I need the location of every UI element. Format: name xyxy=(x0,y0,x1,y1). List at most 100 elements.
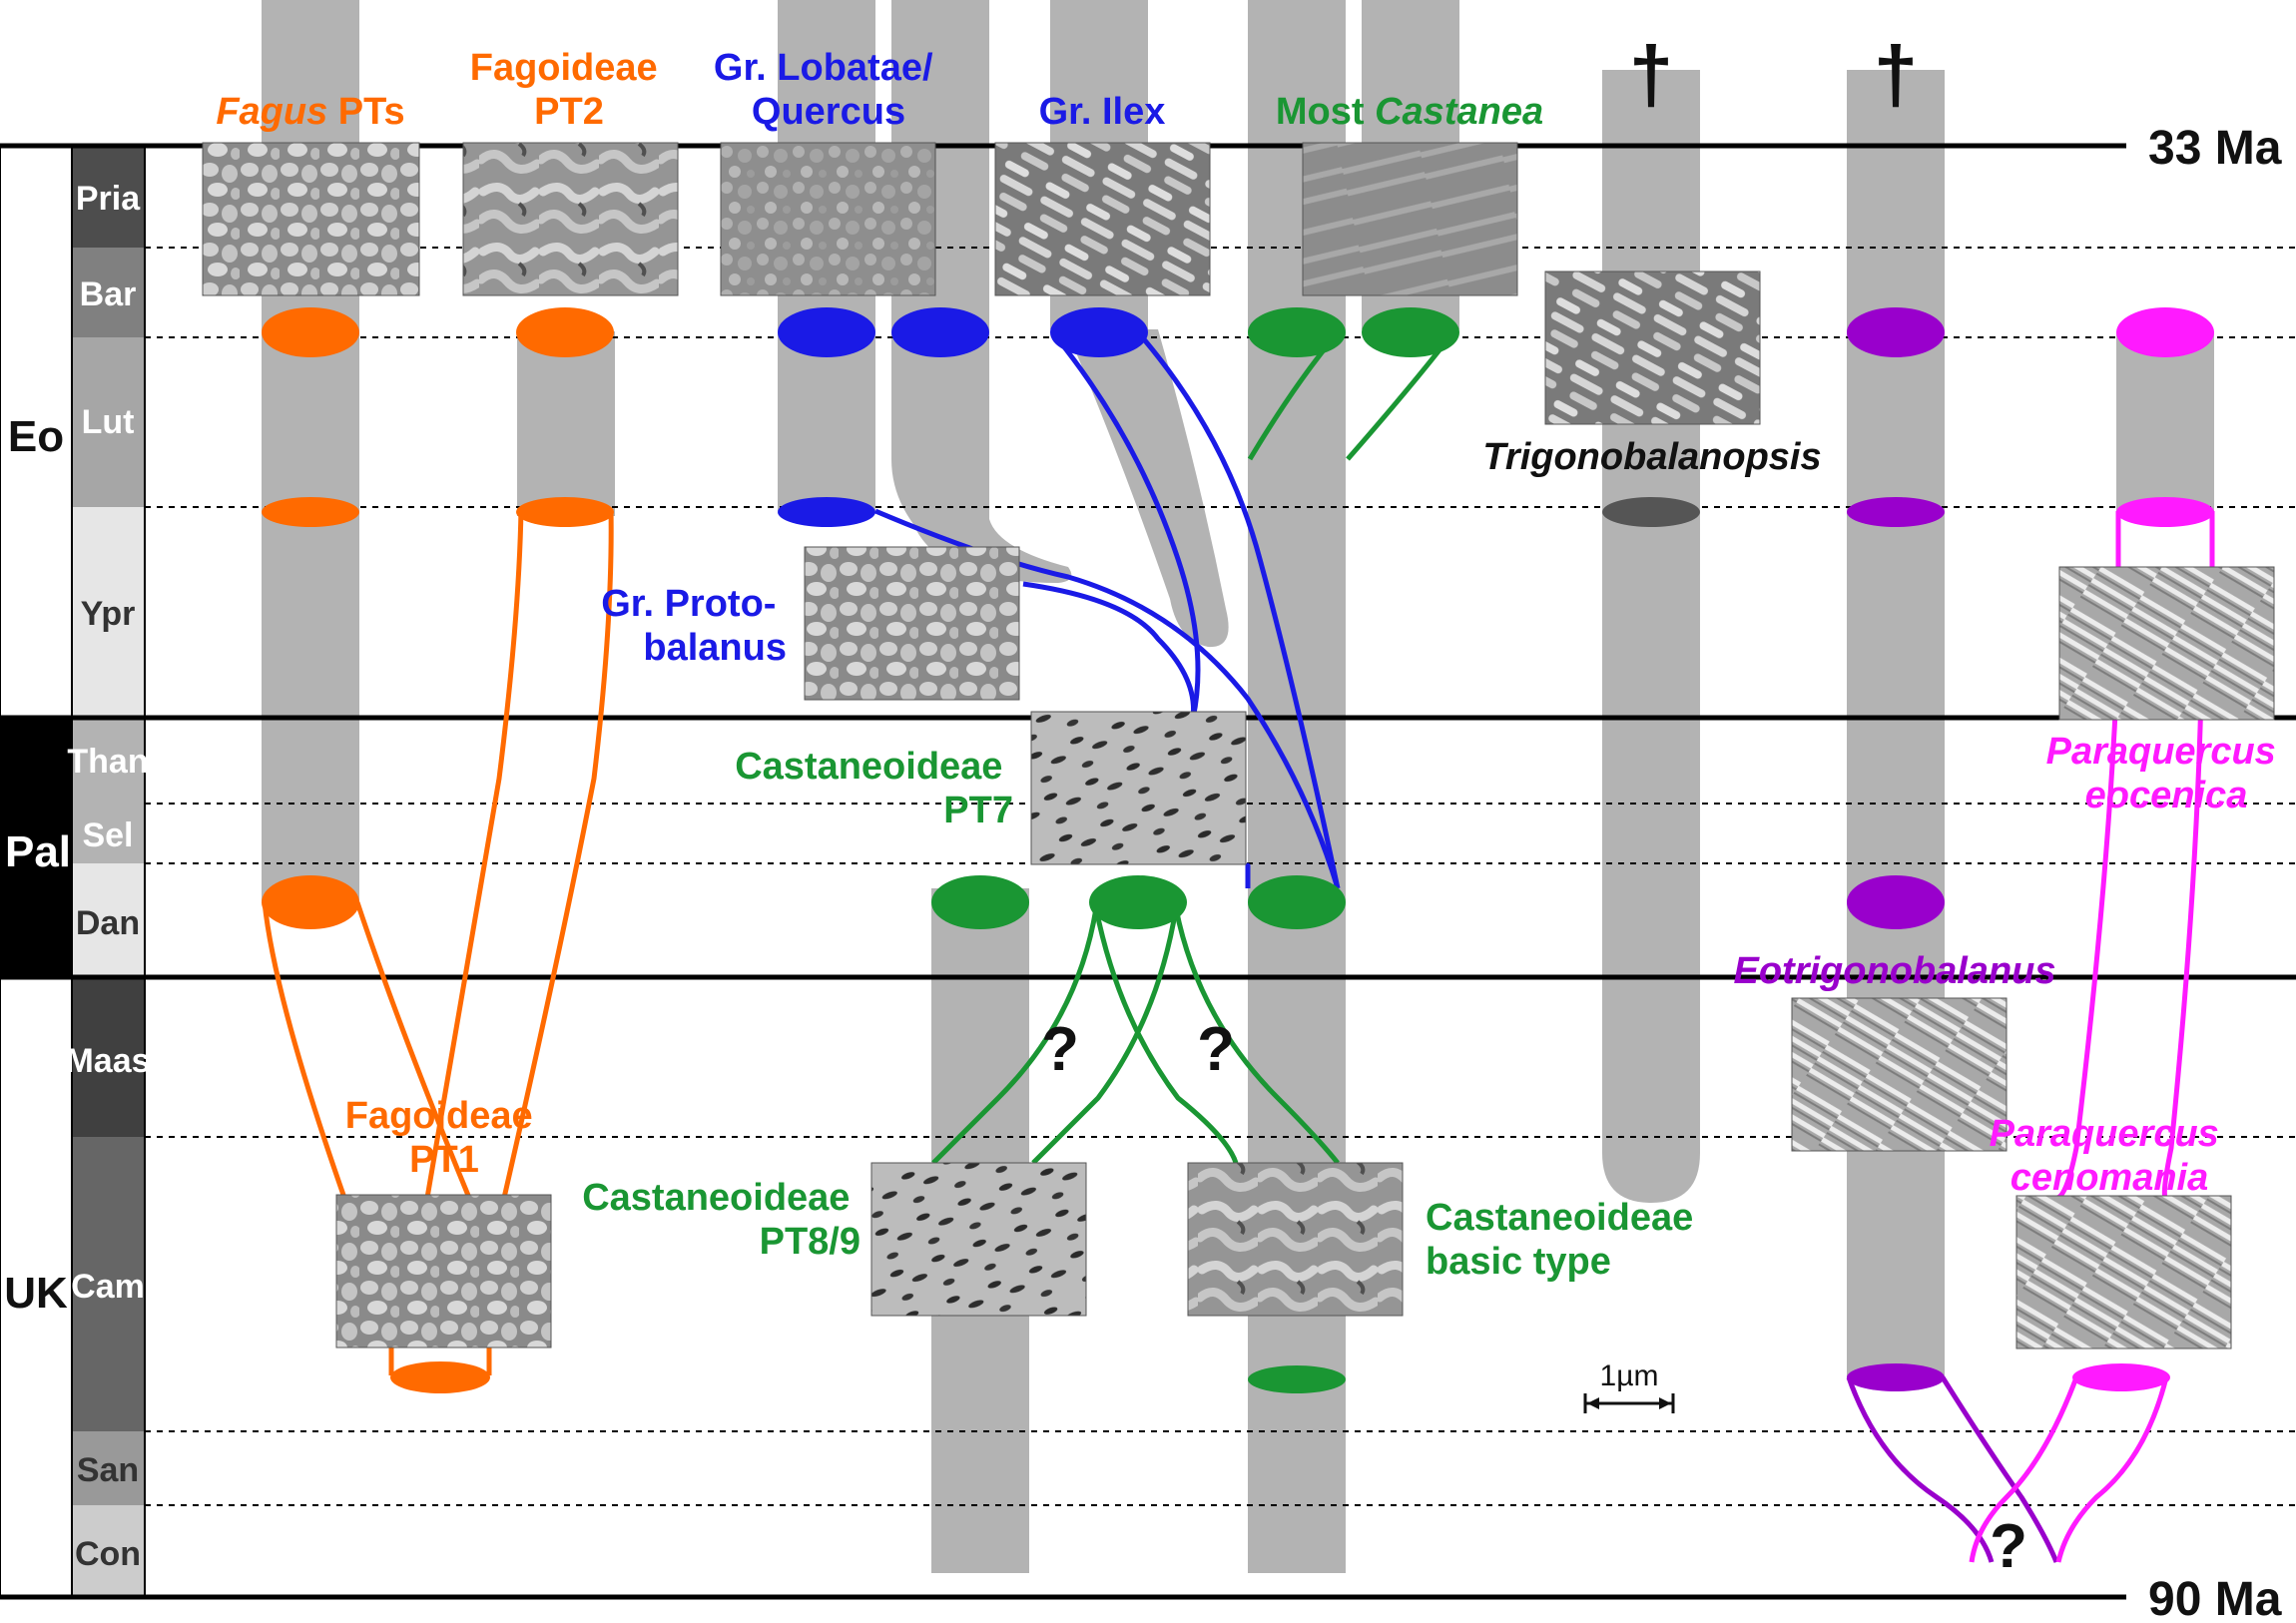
label-fagoideae-pt2: Fagoideae PT2 xyxy=(470,47,669,133)
paraquercus-ellipse-cam xyxy=(2072,1363,2170,1391)
pt7-ellipse-dan xyxy=(1089,875,1187,929)
label-protobalanus: Gr. Proto- balanus xyxy=(601,583,787,669)
stage-label-lut: Lut xyxy=(82,403,135,441)
stage-san xyxy=(72,1431,145,1505)
sem-eotrigonobalanus xyxy=(1791,997,2008,1152)
stage-label-con: Con xyxy=(75,1535,141,1573)
label-fagoideae-pt1: Fagoideae PT1 xyxy=(345,1095,544,1181)
fagoideae-pt2-bar xyxy=(517,331,615,516)
epoch-label-pal: Pal xyxy=(5,827,71,876)
label-castaneoideae-basic: Castaneoideae basic type xyxy=(1426,1197,1704,1283)
stage-label-pria: Pria xyxy=(76,180,141,218)
label-most-castanea: Most Castanea xyxy=(1276,91,1543,133)
castanea-ellipse-dan xyxy=(1248,875,1346,929)
castanea-side-ellipse-bar xyxy=(1362,307,1459,357)
paraquercus-ellipses xyxy=(2072,307,2214,1391)
stage-label-ypr: Ypr xyxy=(81,595,136,633)
sem-trigonobalanopsis xyxy=(1544,270,1761,425)
stage-label-san: San xyxy=(77,1451,139,1489)
pt2-ellipse-lut xyxy=(516,497,614,527)
fagus-ellipse-dan xyxy=(262,875,359,929)
eotrigonobalanus-ellipse-cam xyxy=(1847,1363,1945,1391)
label-paraquercus-eocenica: Paraquercus eocenica xyxy=(2046,731,2287,816)
epoch-label-eo: Eo xyxy=(8,412,64,461)
sem-castaneoideae-pt7 xyxy=(1030,711,1247,865)
quercus-ellipses xyxy=(778,307,1148,527)
stage-label-than: Than xyxy=(67,743,148,781)
stage-lut xyxy=(72,337,145,507)
sem-ilex xyxy=(994,142,1211,296)
castanea-ellipse-bar xyxy=(1248,307,1346,357)
trigonobalanopsis-ellipse xyxy=(1602,497,1700,527)
extinction-dagger-trigonobalanopsis: † xyxy=(1629,30,1674,119)
fagus-ellipse-bar xyxy=(262,307,359,357)
question-mark-3: ? xyxy=(1990,1512,2027,1581)
label-castaneoideae-pt7: Castaneoideae PT7 xyxy=(735,746,1013,831)
pt2-ellipse-bar xyxy=(516,307,614,357)
sem-images xyxy=(202,142,2275,1350)
paraquercus-ellipse-lut xyxy=(2116,497,2214,527)
scale-bar-label: 1µm xyxy=(1600,1359,1659,1392)
stage-dan xyxy=(72,863,145,977)
fagoideae-ellipses xyxy=(262,307,614,1393)
stage-pria xyxy=(72,146,145,248)
stage-bar xyxy=(72,248,145,337)
pt1-ellipse xyxy=(390,1361,490,1393)
label-trigonobalanopsis: Trigonobalanopsis xyxy=(1482,436,1821,478)
epoch-uk xyxy=(0,976,73,1598)
extinction-dagger-eotrigonobalanus: † xyxy=(1874,30,1919,119)
ilex-ellipse-bar xyxy=(1050,307,1148,357)
sem-castaneoideae-basic xyxy=(1187,1162,1404,1317)
stage-label-maas: Maas xyxy=(65,1042,150,1080)
lobatae-ellipse-lut xyxy=(778,497,875,527)
stage-label-sel: Sel xyxy=(82,816,133,854)
basic-type-ellipse-cam xyxy=(1248,1365,1346,1393)
paraquercus-bar xyxy=(2116,331,2214,511)
label-paraquercus-cenomania: Paraquercus cenomania xyxy=(1990,1113,2230,1199)
sem-fagoideae-pt2 xyxy=(462,142,679,296)
label-eotrigonobalanus: Eotrigonobalanus xyxy=(1734,950,2056,992)
stage-than xyxy=(72,718,145,804)
eotrigonobalanus-bar xyxy=(1847,70,1945,1377)
stage-label-cam: Cam xyxy=(71,1268,145,1306)
scale-bar: 1µm xyxy=(1583,1359,1675,1413)
sem-castanea xyxy=(1302,142,1518,296)
eotrigonobalanus-ellipses xyxy=(1847,307,1945,1391)
quercus-ellipse-bar xyxy=(891,307,989,357)
eotrigonobalanus-ellipse-dan xyxy=(1847,875,1945,929)
sem-paraquercus-cenomania xyxy=(2015,1195,2232,1350)
question-mark-1: ? xyxy=(1041,1015,1079,1084)
label-castaneoideae-pt89: Castaneoideae PT8/9 xyxy=(582,1177,861,1263)
pt89-ellipse-dan xyxy=(931,875,1029,929)
age-label-top: 33 Ma xyxy=(2148,122,2282,175)
time-scale: Eo Pal UK Pria Bar Lut Ypr Than Sel Dan … xyxy=(0,145,151,1598)
epoch-label-uk: UK xyxy=(4,1269,68,1318)
eotrigonobalanus-ellipse-lut xyxy=(1847,497,1945,527)
stage-con xyxy=(72,1505,145,1597)
sem-fagus-pts xyxy=(202,142,420,296)
fagus-bar xyxy=(262,0,359,903)
trigonobalanopsis-bar xyxy=(1602,70,1700,1203)
eotrigonobalanus-ellipse-bar xyxy=(1847,307,1945,357)
epoch-eo xyxy=(0,145,73,719)
sem-protobalanus xyxy=(804,546,1020,701)
stage-ypr xyxy=(72,507,145,718)
age-label-bottom: 90 Ma xyxy=(2148,1573,2282,1623)
sem-paraquercus-eocenica xyxy=(2058,566,2275,721)
stage-label-dan: Dan xyxy=(76,904,140,942)
stage-cam xyxy=(72,1137,145,1431)
fagus-ellipse-lut xyxy=(262,497,359,527)
label-fagus-pts: Fagus PTs xyxy=(216,91,404,133)
stage-label-bar: Bar xyxy=(80,275,137,313)
label-ilex: Gr. Ilex xyxy=(1039,91,1166,133)
paraquercus-ellipse-bar xyxy=(2116,307,2214,357)
sem-fagoideae-pt1 xyxy=(335,1194,552,1349)
stage-sel xyxy=(72,804,145,863)
sem-castaneoideae-pt89 xyxy=(870,1162,1087,1317)
sem-lobatae-quercus xyxy=(720,142,936,296)
label-lobatae-quercus: Gr. Lobatae/ Quercus xyxy=(714,47,943,133)
castaneoideae-ellipses xyxy=(931,307,1459,1393)
fagoideae-curves xyxy=(262,508,614,1375)
lobatae-ellipse-bar xyxy=(778,307,875,357)
